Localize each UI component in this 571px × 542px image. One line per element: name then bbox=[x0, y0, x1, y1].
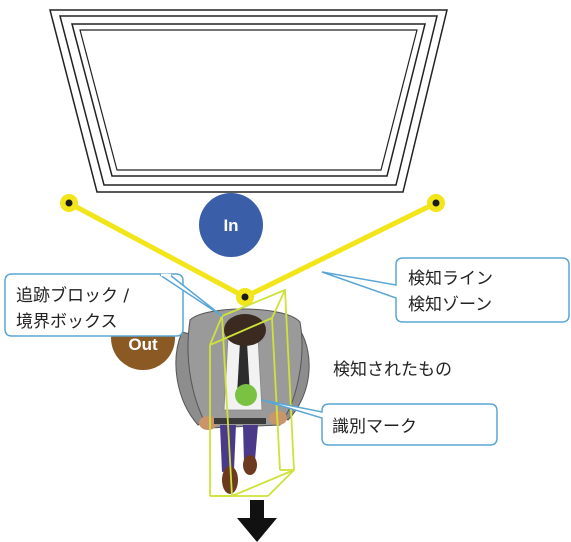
in-badge: In bbox=[199, 193, 263, 257]
out-badge-label: Out bbox=[128, 335, 158, 354]
bounding-box bbox=[209, 288, 295, 498]
callout-detection-line2: 検知ゾーン bbox=[408, 295, 492, 315]
callout-id-mark-label: 識別マーク bbox=[332, 417, 417, 437]
id-mark bbox=[235, 384, 257, 406]
detection-line bbox=[60, 194, 445, 306]
door-frame bbox=[49, 9, 448, 193]
callout-tracking-line2: 境界ボックス bbox=[16, 312, 118, 332]
callout-id-mark: 識別マーク bbox=[261, 399, 498, 446]
callout-detection-line1: 検知ライン bbox=[408, 269, 493, 289]
in-badge-label: In bbox=[223, 216, 238, 235]
detected-object-label: 検知されたもの bbox=[333, 360, 452, 380]
down-arrow-icon bbox=[237, 500, 277, 542]
callout-detection-line: 検知ライン 検知ゾーン bbox=[321, 257, 570, 323]
callout-tracking-line1: 追跡ブロック / bbox=[16, 285, 129, 306]
callout-tracking-block: 追跡ブロック / 境界ボックス bbox=[4, 273, 223, 337]
